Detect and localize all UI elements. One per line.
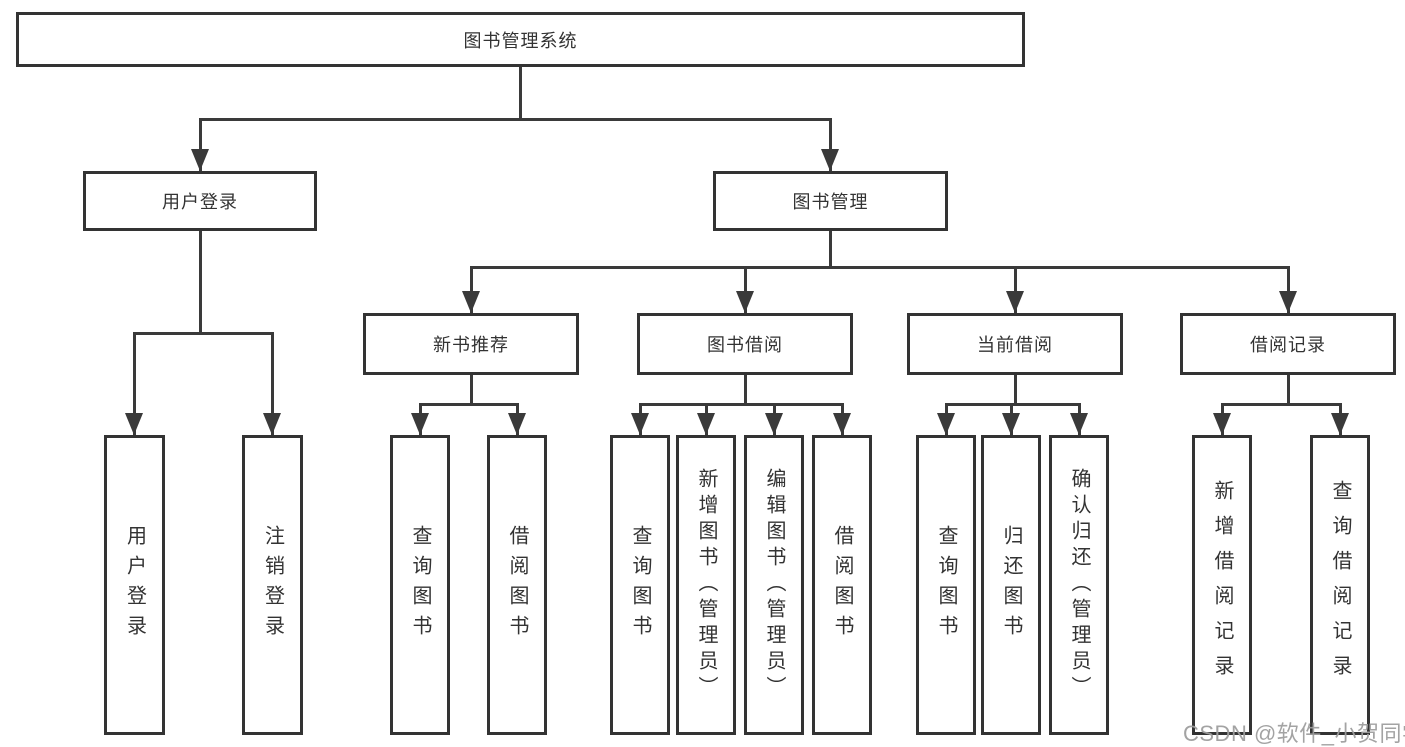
node-user-login: 用户登录 (83, 171, 317, 231)
node-borrowing-records: 借阅记录 (1180, 313, 1396, 375)
connector-groupC-stem (1014, 375, 1017, 406)
leaf-label: 查询借阅记录 (1329, 480, 1351, 690)
watermark: CSDN @软件_小贺同学 (1183, 721, 1405, 746)
leaf-label: 确认归还（管理员） (1068, 468, 1090, 702)
leaf-borrow-books: 借阅图书 (812, 435, 872, 735)
leaf-label: 查询图书 (629, 525, 651, 645)
leaf-borrow-books-recommend: 借阅图书 (487, 435, 547, 735)
arrow-down-icon (263, 413, 281, 435)
node-label: 当前借阅 (977, 335, 1053, 355)
arrow-down-icon (821, 149, 839, 171)
arrow-down-icon (937, 413, 955, 435)
connector-groupC-rail (945, 403, 1081, 406)
connector-drop-user-login (199, 118, 202, 171)
leaf-label: 新增借阅记录 (1211, 480, 1233, 690)
arrow-down-icon (191, 149, 209, 171)
arrow-down-icon (462, 291, 480, 313)
node-library-management-system: 图书管理系统 (16, 12, 1025, 67)
arrow-down-icon (736, 291, 754, 313)
leaf-query-books-recommend: 查询图书 (390, 435, 450, 735)
connector-user-login-rail (133, 332, 274, 335)
node-label: 用户登录 (162, 192, 238, 212)
leaf-add-borrow-record: 新增借阅记录 (1192, 435, 1252, 735)
arrow-down-icon (631, 413, 649, 435)
leaf-label: 查询图书 (935, 525, 957, 645)
arrow-down-icon (1213, 413, 1231, 435)
connector-groupA-rail (419, 403, 519, 406)
leaf-confirm-return-admin: 确认归还（管理员） (1049, 435, 1109, 735)
node-label: 图书管理 (792, 192, 869, 212)
connector-groupB-rail (639, 403, 843, 406)
connector-groupD-stem (1287, 375, 1290, 406)
connector-groupB-stem (744, 375, 747, 406)
arrow-down-icon (1006, 291, 1024, 313)
leaf-label: 编辑图书（管理员） (763, 468, 785, 702)
leaf-label: 查询图书 (409, 525, 431, 645)
node-current-borrowing: 当前借阅 (907, 313, 1123, 375)
leaf-user-login: 用户登录 (104, 435, 165, 735)
leaf-label: 归还图书 (1000, 525, 1022, 645)
connector-book-management-stem (829, 231, 832, 269)
connector-drop-book-borrowing (744, 266, 747, 313)
node-label: 新书推荐 (433, 335, 509, 355)
connector-user-login-stem (199, 231, 202, 332)
connector-level3-rail (470, 266, 1290, 269)
node-label: 图书管理系统 (463, 30, 578, 51)
connector-groupA-stem (470, 375, 473, 406)
connector-drop-leaf-user-login (133, 332, 136, 435)
connector-level2-rail (199, 118, 832, 121)
leaf-label: 注销登录 (261, 525, 284, 645)
leaf-logout: 注销登录 (242, 435, 303, 735)
leaf-query-books-borrowing: 查询图书 (610, 435, 670, 735)
arrow-down-icon (1070, 413, 1088, 435)
connector-groupD-rail (1221, 403, 1341, 406)
arrow-down-icon (1002, 413, 1020, 435)
leaf-return-books: 归还图书 (981, 435, 1041, 735)
connector-drop-borrowing-records (1287, 266, 1290, 313)
leaf-label: 借阅图书 (831, 525, 853, 645)
arrow-down-icon (833, 413, 851, 435)
leaf-add-book-admin: 新增图书（管理员） (676, 435, 736, 735)
arrow-down-icon (697, 413, 715, 435)
arrow-down-icon (1279, 291, 1297, 313)
arrow-down-icon (411, 413, 429, 435)
connector-drop-leaf-logout (271, 332, 274, 435)
arrow-down-icon (765, 413, 783, 435)
connector-drop-new-book-recommendation (470, 266, 473, 313)
leaf-label: 新增图书（管理员） (695, 468, 717, 702)
node-label: 借阅记录 (1250, 335, 1326, 355)
node-book-borrowing: 图书借阅 (637, 313, 853, 375)
leaf-query-borrow-record: 查询借阅记录 (1310, 435, 1370, 735)
node-book-management: 图书管理 (713, 171, 948, 231)
leaf-query-books-current: 查询图书 (916, 435, 976, 735)
connector-drop-book-management (829, 118, 832, 171)
connector-root-stem (519, 67, 522, 120)
leaf-edit-book-admin: 编辑图书（管理员） (744, 435, 804, 735)
leaf-label: 借阅图书 (506, 525, 528, 645)
arrow-down-icon (125, 413, 143, 435)
arrow-down-icon (1331, 413, 1349, 435)
leaf-label: 用户登录 (123, 525, 146, 645)
arrow-down-icon (508, 413, 526, 435)
node-label: 图书借阅 (707, 335, 783, 355)
node-new-book-recommendation: 新书推荐 (363, 313, 579, 375)
connector-drop-current-borrowing (1014, 266, 1017, 313)
